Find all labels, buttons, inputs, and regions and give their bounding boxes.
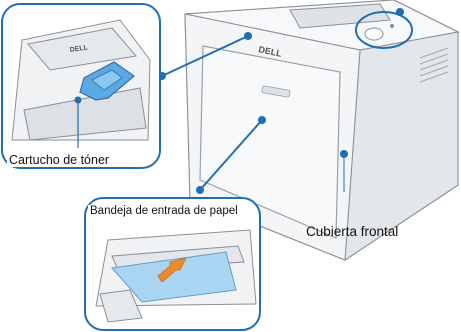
front-cover-label: Cubierta frontal bbox=[306, 224, 399, 239]
tray-callout bbox=[84, 197, 261, 331]
brand-logo: DELL bbox=[258, 44, 284, 59]
paper-arrow-icon bbox=[157, 257, 187, 283]
front-cover bbox=[158, 32, 348, 239]
paper-stack bbox=[111, 251, 237, 303]
vent-grille bbox=[419, 47, 449, 83]
toner-handle bbox=[79, 61, 135, 101]
toner-callout: DELL bbox=[1, 3, 161, 169]
toner-brand-logo: DELL bbox=[69, 44, 89, 54]
toner-cartridge-label: Cartucho de tóner bbox=[7, 153, 112, 167]
paper-tray-label: Bandeja de entrada de papel bbox=[88, 205, 240, 217]
control-panel-callout bbox=[355, 8, 413, 49]
